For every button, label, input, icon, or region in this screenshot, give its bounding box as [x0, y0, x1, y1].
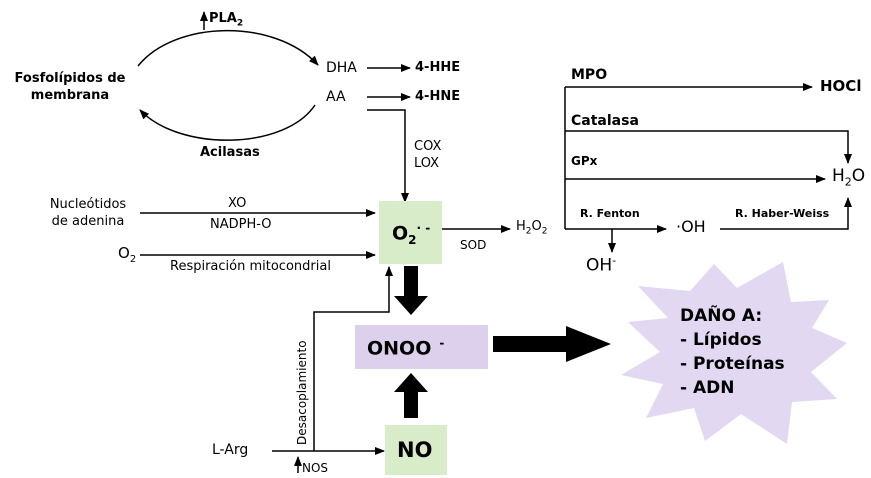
- sod-label: SOD: [460, 238, 487, 252]
- no-label: NO: [397, 438, 433, 462]
- gpx-label: GPx: [571, 154, 598, 168]
- hocl-label: HOCl: [820, 77, 862, 95]
- superoxide-box: [379, 201, 442, 264]
- cox-label: COX: [414, 139, 442, 154]
- peroxynitrite-label: ONOO-: [367, 336, 445, 360]
- lox-label: LOX: [414, 156, 440, 171]
- aa-label: AA: [326, 89, 346, 105]
- nitric-oxide-box: [385, 425, 447, 475]
- pla2-label: PLA2: [209, 11, 244, 29]
- dha-label: DHA: [326, 60, 357, 76]
- damage-starburst: [621, 262, 847, 444]
- hhe-label: 4-HHE: [415, 60, 461, 75]
- respiration-label: Respiración mitocondrial: [170, 259, 331, 274]
- arrow-haber-weiss: [720, 197, 852, 230]
- haber-weiss-label: R. Haber-Weiss: [735, 207, 830, 220]
- arrow-aa-to-phospholipid: [139, 104, 316, 141]
- superoxide-label: O2· -: [392, 221, 431, 248]
- acylases-label: Acilasas: [200, 145, 260, 160]
- l-arg-label: L-Arg: [212, 442, 249, 458]
- catalasa-label: Catalasa: [571, 113, 639, 129]
- damage-item-proteins: - Proteínas: [680, 354, 785, 374]
- nucleotides-label: Nucleótidos de adenina: [49, 197, 127, 229]
- damage-item-lipids: - Lípidos: [680, 330, 762, 350]
- peroxynitrite-box: [355, 325, 488, 369]
- xo-label: XO: [228, 196, 247, 211]
- o2-source-label: O2: [118, 244, 137, 265]
- nos-label: NOS: [302, 461, 329, 475]
- arrow-uncoupling: [313, 266, 393, 451]
- thick-arrow-onoo-damage: [493, 326, 611, 362]
- arrow-aa-superoxide: [367, 109, 409, 203]
- uncoupling-label: Desacoplamiento: [295, 340, 309, 445]
- h2o-label: H2O: [832, 166, 866, 189]
- fenton-label: R. Fenton: [580, 207, 640, 220]
- mpo-label: MPO: [571, 67, 608, 83]
- damage-item-dna: - ADN: [680, 378, 735, 398]
- h2o2-label: H2O2: [516, 219, 548, 237]
- phospholipids-label: Fosfolípidos de membrana: [14, 71, 126, 103]
- nadph-label: NADPH-O: [210, 217, 272, 232]
- thick-arrow-superoxide-onoo: [394, 266, 428, 315]
- hydroxide-label: OH-: [586, 254, 617, 276]
- hne-label: 4-HNE: [415, 89, 461, 104]
- arrow-phospholipid-to-dha: [137, 29, 319, 67]
- hydroxyl-radical-label: ·OH: [676, 217, 706, 236]
- damage-title: DAÑO A:: [680, 306, 763, 326]
- thick-arrow-no-onoo: [394, 373, 428, 418]
- arrow-catalasa: [565, 130, 852, 164]
